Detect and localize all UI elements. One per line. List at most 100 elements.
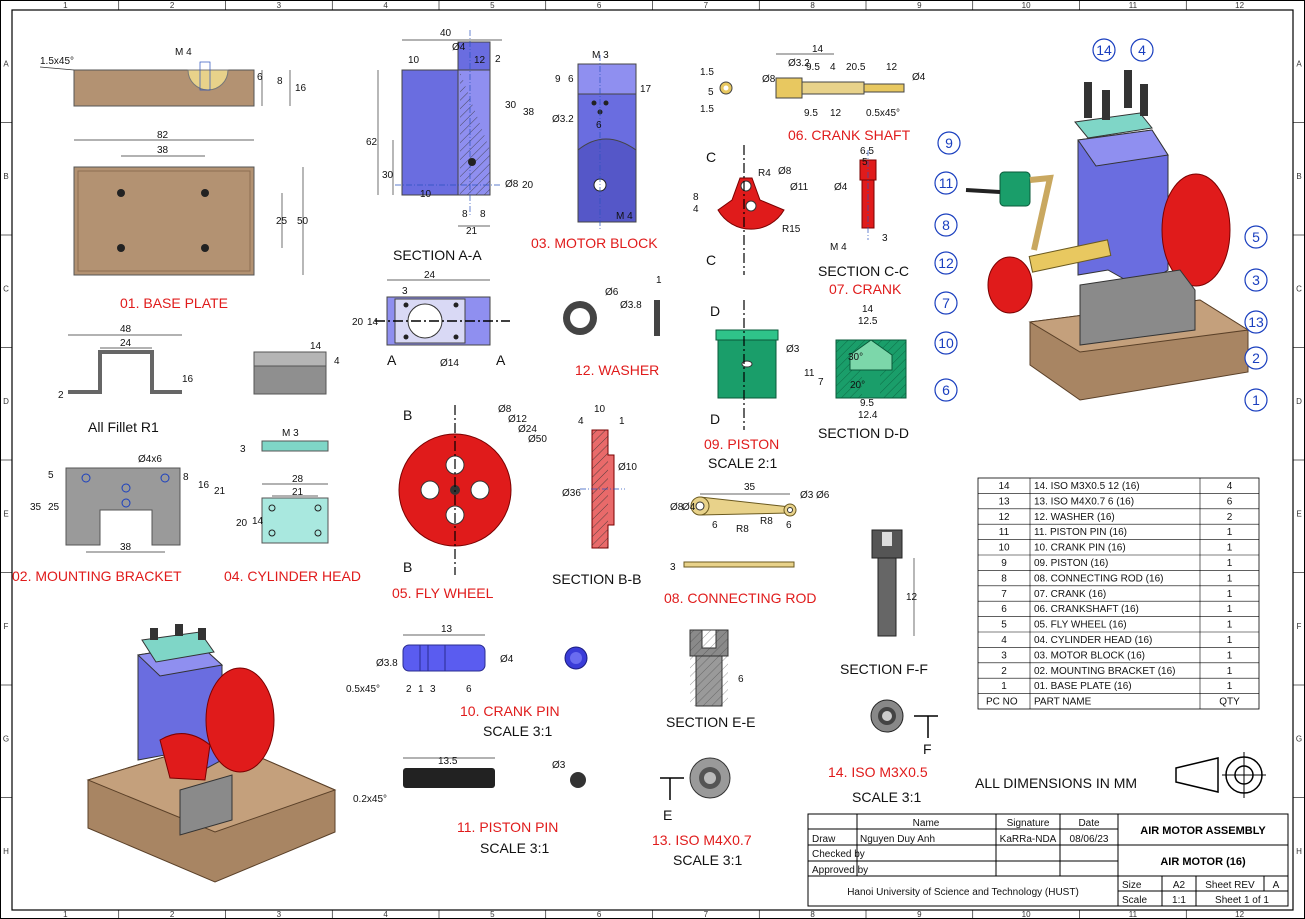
tb-size-label: Size: [1122, 880, 1142, 891]
bom-cell-name: 06. CRANKSHAFT (16): [1034, 604, 1139, 615]
dim-va-d14: Ø14: [440, 358, 459, 369]
dim-va-3: 3: [402, 286, 408, 297]
balloon-number: 12: [938, 255, 954, 271]
tb-org: Hanoi University of Science and Technolo…: [847, 887, 1079, 898]
tb-rev-value: A: [1273, 880, 1280, 891]
dim-cs-chamfer: 0.5x45°: [866, 108, 900, 119]
zone-col-bottom: 5: [490, 910, 495, 919]
dim-cc-5: 5: [862, 157, 868, 168]
label-section-cc: SECTION C-C: [818, 263, 909, 279]
balloon: [934, 213, 958, 237]
balloon: [1244, 346, 1268, 370]
bom-cell-qty: 2: [1227, 512, 1233, 523]
bom-cell-pc: 5: [1001, 620, 1007, 631]
balloon: [1244, 268, 1268, 292]
zone-row-right: D: [1296, 397, 1302, 406]
bom-cell-pc: 8: [1001, 573, 1007, 584]
dim-base-16: 16: [295, 83, 307, 94]
dim-br-25: 25: [48, 502, 60, 513]
cut-mark-c-top: C: [706, 149, 716, 165]
balloon-number: 4: [1138, 42, 1146, 58]
dim-cs-d8: Ø8: [762, 74, 776, 85]
bom-cell-pc: 4: [1001, 635, 1007, 646]
dim-cp-3: 3: [430, 684, 436, 695]
bom-cell-name: 13. ISO M4X0.7 6 (16): [1034, 496, 1134, 507]
dim-br-38: 38: [120, 542, 132, 553]
dim-aa-10b: 10: [420, 189, 432, 200]
zone-col-top: 11: [1129, 1, 1138, 10]
label-piston-pin: 11. PISTON PIN: [457, 819, 558, 835]
tb-rev-label: Sheet REV: [1205, 880, 1255, 891]
label-section-ff: SECTION F-F: [840, 661, 928, 677]
bom-cell-qty: 6: [1227, 496, 1233, 507]
dim-aa-10: 10: [408, 55, 420, 66]
dim-cr-r4: R4: [758, 168, 771, 179]
balloon: [937, 131, 961, 155]
dim-cr-6a: 6: [712, 520, 718, 531]
bom-cell-name: 10. CRANK PIN (16): [1034, 543, 1126, 554]
dim-base-8: 8: [277, 76, 283, 87]
iso-m4-views: 6 SECTION E-E E 13. ISO M4X0.7 SCALE 3:1: [652, 629, 755, 868]
dim-pp-13p5: 13.5: [438, 756, 458, 767]
label-cylinder-head: 04. CYLINDER HEAD: [224, 568, 361, 584]
dim-cr-d8b: Ø8: [670, 502, 684, 513]
tb-col-date: Date: [1078, 818, 1100, 829]
zone-col-bottom: 10: [1022, 910, 1031, 919]
balloon-number: 9: [945, 135, 953, 151]
zone-col-top: 9: [917, 1, 922, 10]
dim-piston-d3: Ø3: [786, 344, 800, 355]
dim-cr-r8a: R8: [736, 524, 749, 535]
dim-cs-9p5b: 9.5: [804, 108, 818, 119]
dim-aa-8a: 8: [462, 209, 468, 220]
balloon: [1244, 225, 1268, 249]
dim-va-20: 20: [352, 317, 364, 328]
note-dimensions: ALL DIMENSIONS IN MM: [975, 775, 1137, 791]
dim-cr-d6: Ø6: [816, 490, 830, 501]
dim-aa-d8: Ø8: [505, 179, 519, 190]
fly-wheel-views: B B Ø8 Ø12 Ø24 Ø50 05. FLY WHEEL: [392, 404, 547, 601]
dim-dd-9p5: 9.5: [860, 398, 874, 409]
dim-bb-1: 1: [619, 416, 625, 427]
dim-aa-30b: 30: [382, 170, 394, 181]
dim-cc-3: 3: [882, 233, 888, 244]
cut-mark-a-right: A: [496, 352, 506, 368]
tb-draw: Draw: [812, 834, 836, 845]
dim-cr-d4: Ø4: [682, 502, 696, 513]
label-iso-m3: 14. ISO M3X0.5: [828, 764, 928, 780]
dim-cs-12b: 12: [830, 108, 842, 119]
bom-cell-pc: 12: [998, 512, 1010, 523]
zone-col-bottom: 9: [917, 910, 922, 919]
label-section-dd: SECTION D-D: [818, 425, 909, 441]
dim-base-82: 82: [157, 130, 169, 141]
dim-cs-1p5a: 1.5: [700, 67, 714, 78]
label-section-aa: SECTION A-A: [393, 247, 482, 263]
dim-fw-d8: Ø8: [498, 404, 512, 415]
view-a-marks: A A 24 3 20 14 Ø14: [352, 270, 510, 369]
dim-aa-62: 62: [366, 137, 378, 148]
section-dd-view: 14 12.5 11 7 30° 20° 9.5 12.4 SECTION D-…: [804, 304, 909, 441]
crank-shaft-views: 1.5 1.5 5 Ø8 Ø3.2 14 9.5 4 20.5 12 Ø4 9.…: [700, 44, 926, 143]
scale-piston: SCALE 2:1: [708, 455, 777, 471]
dim-cs-1p5b: 1.5: [700, 104, 714, 115]
tb-draw-date: 08/06/23: [1070, 834, 1109, 845]
dim-dd-7: 7: [818, 377, 824, 388]
dim-cr-4: 4: [693, 204, 699, 215]
bracket-top-view: [65, 467, 181, 546]
iso-m3-views: 12 SECTION F-F F 14. ISO M3X0.5 SCALE 3:…: [828, 529, 938, 805]
dim-ch-m3: M 3: [282, 428, 299, 439]
label-section-ee: SECTION E-E: [666, 714, 755, 730]
zone-col-bottom: 2: [170, 910, 175, 919]
dim-br-16: 16: [182, 374, 194, 385]
dim-br-holes: Ø4x6: [138, 454, 162, 465]
balloon-number: 10: [938, 335, 954, 351]
balloon: [934, 291, 958, 315]
zone-col-top: 10: [1022, 1, 1031, 10]
dim-cp-chamfer: 0.5x45°: [346, 684, 380, 695]
bom-cell-qty: 1: [1227, 650, 1233, 661]
bom-cell-qty: 1: [1227, 666, 1233, 677]
bom-cell-name: 14. ISO M3X0.5 12 (16): [1034, 481, 1140, 492]
zone-row-left: G: [3, 734, 9, 743]
dim-cs-d32: Ø3.2: [788, 58, 810, 69]
dim-washer-d6: Ø6: [605, 287, 619, 298]
